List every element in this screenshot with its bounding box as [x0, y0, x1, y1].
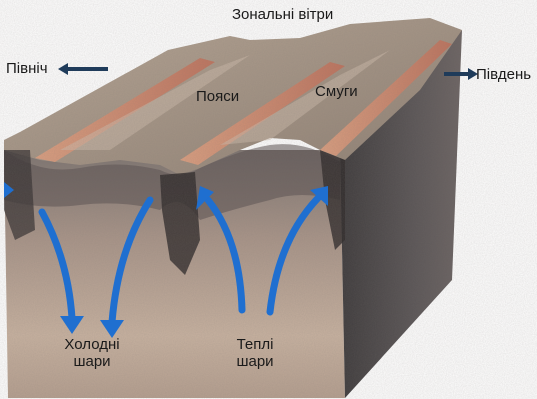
label-warm-layers-line1: Теплі — [220, 336, 290, 353]
label-belts: Пояси — [196, 88, 239, 105]
label-south: Південь — [476, 66, 531, 83]
label-warm-layers: Теплі шари — [220, 336, 290, 370]
label-zones: Смуги — [315, 83, 358, 100]
label-north: Північ — [6, 60, 48, 77]
label-warm-layers-line2: шари — [220, 353, 290, 370]
label-cold-layers-line1: Холодні — [52, 336, 132, 353]
label-zonal-winds: Зональні вітри — [232, 6, 333, 23]
label-cold-layers-line2: шари — [52, 353, 132, 370]
label-cold-layers: Холодні шари — [52, 336, 132, 370]
